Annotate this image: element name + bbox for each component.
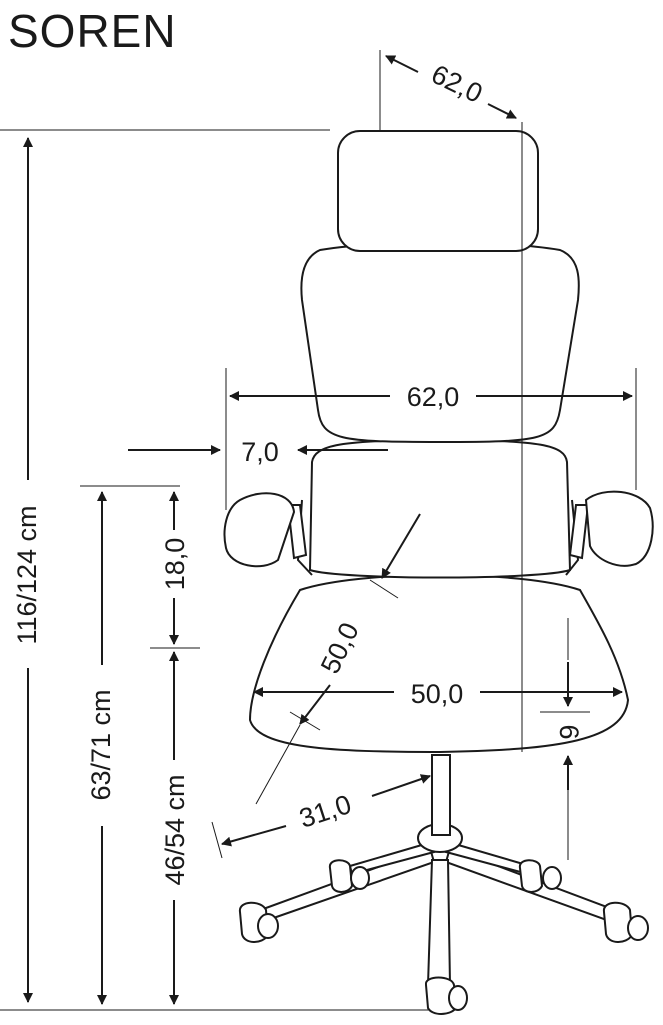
- armrest-to-seat-label: 18,0: [160, 538, 190, 591]
- product-title: SOREN: [8, 5, 177, 57]
- chair-base: [253, 823, 622, 986]
- base-radius-label: 31,0: [296, 789, 355, 834]
- seat-height-label: 46/54 cm: [160, 774, 190, 885]
- total-height-label: 116/124 cm: [12, 505, 42, 644]
- armrest-height-label: 63/71 cm: [86, 689, 116, 800]
- chair-outline: [223, 130, 654, 1015]
- caster-wheels: [238, 859, 649, 1015]
- armrest-right: [568, 490, 654, 567]
- armrest-left: [223, 492, 308, 568]
- headrest: [337, 130, 539, 252]
- width-armrests-label: 62,0: [407, 382, 460, 412]
- seat-width-label: 50,0: [411, 679, 464, 709]
- depth-top-label: 62,0: [427, 59, 487, 109]
- seat-cushion: [248, 574, 630, 754]
- armrest-width-label: 7,0: [241, 437, 279, 467]
- seat-thickness-label: 6: [554, 724, 584, 739]
- gas-cylinder: [431, 754, 451, 836]
- back-upper-cushion: [300, 241, 580, 444]
- back-lower-cushion: [308, 438, 572, 579]
- dimension-lines: [0, 50, 637, 1011]
